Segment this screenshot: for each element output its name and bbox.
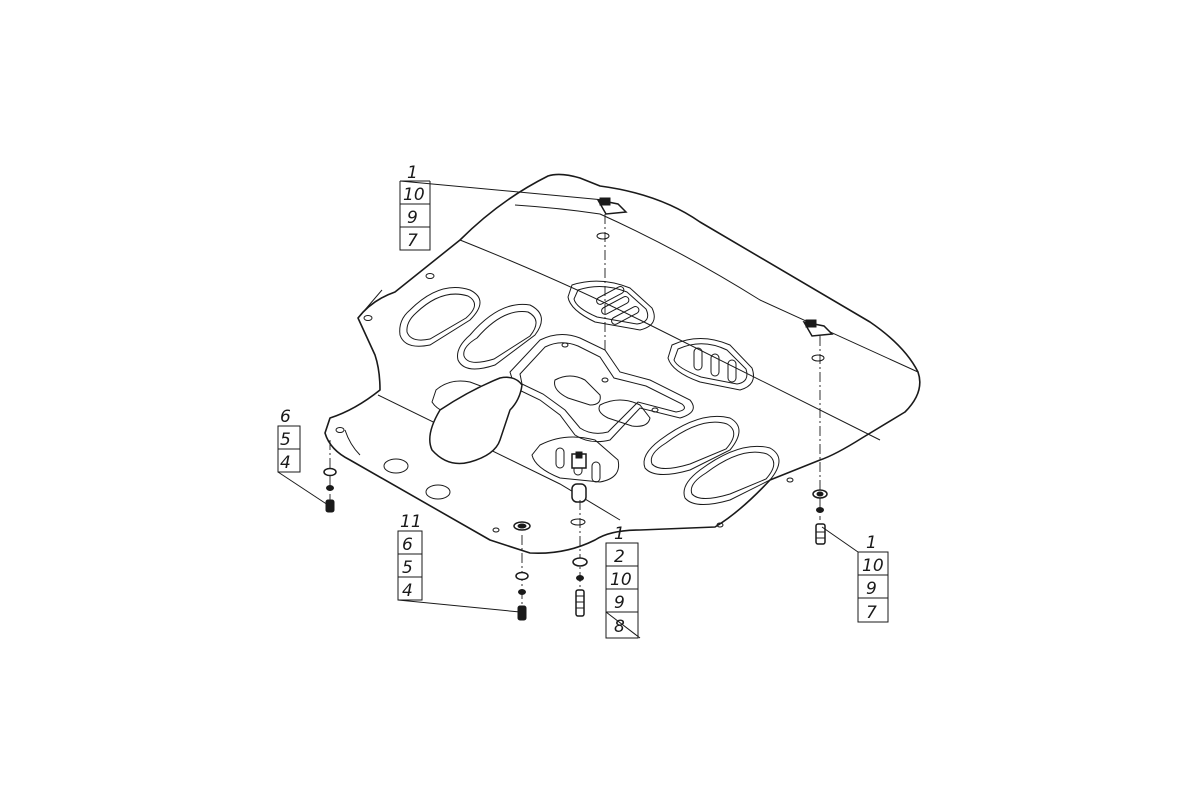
stiffening-ribs bbox=[399, 280, 780, 505]
callout-bottom-center-4: 9 bbox=[614, 593, 625, 613]
clip-nuts bbox=[571, 197, 834, 503]
callout-left: 6 5 4 bbox=[277, 407, 301, 473]
callout-right-3: 9 bbox=[866, 579, 877, 599]
callout-right-2: 10 bbox=[862, 556, 884, 576]
callout-bottom-left-3: 5 bbox=[402, 558, 413, 578]
callout-top-3: 9 bbox=[407, 208, 418, 228]
leader-lines bbox=[277, 180, 859, 639]
callout-top-2: 10 bbox=[403, 185, 425, 205]
callout-bottom-left-4: 4 bbox=[402, 581, 413, 601]
mounting-holes bbox=[335, 232, 825, 533]
callout-left-3: 4 bbox=[280, 453, 291, 473]
fasteners-bottom-left bbox=[513, 521, 531, 621]
callout-bottom-left-2: 6 bbox=[402, 535, 413, 555]
fasteners-right bbox=[812, 489, 828, 545]
callout-bottom-center-5: 8 bbox=[614, 617, 625, 637]
callout-bottom-center: 1 2 10 9 8 bbox=[605, 524, 639, 639]
callout-right-1: 1 bbox=[866, 533, 877, 553]
callout-bottom-center-2: 2 bbox=[614, 547, 625, 567]
vent-slots bbox=[555, 286, 737, 483]
callout-right-4: 7 bbox=[866, 603, 877, 623]
callout-bottom-center-3: 10 bbox=[610, 570, 632, 590]
callout-bottom-left-1: 11 bbox=[400, 512, 422, 532]
fasteners-bottom-center bbox=[572, 557, 588, 617]
plug-left bbox=[383, 458, 409, 474]
callout-left-1: 6 bbox=[280, 407, 291, 427]
callout-top-1: 1 bbox=[407, 163, 418, 183]
callout-left-2: 5 bbox=[280, 430, 291, 450]
plug-right bbox=[425, 484, 451, 500]
callout-bottom-center-1: 1 bbox=[614, 524, 625, 544]
drain-cutout bbox=[429, 376, 523, 465]
callout-top-4: 7 bbox=[407, 231, 418, 251]
callout-top: 1 10 9 7 bbox=[399, 163, 431, 251]
fasteners-left bbox=[323, 467, 337, 513]
callout-right: 1 10 9 7 bbox=[857, 533, 889, 623]
callout-bottom-left: 11 6 5 4 bbox=[397, 512, 423, 601]
